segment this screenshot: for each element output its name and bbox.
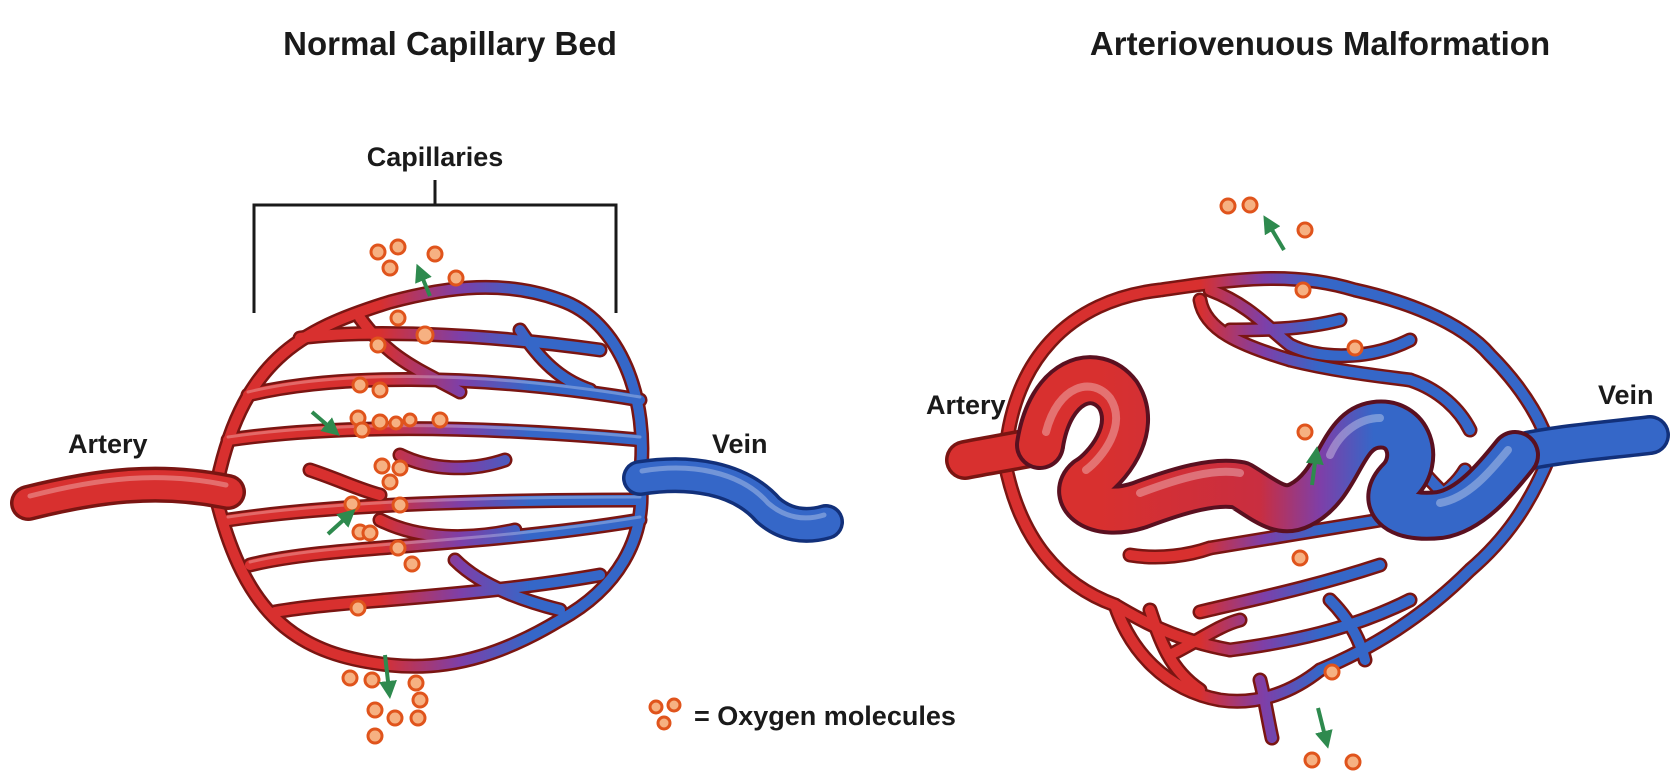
oxygen-molecule (365, 673, 379, 687)
oxygen-molecule (383, 261, 397, 275)
oxygen-molecule (368, 703, 382, 717)
oxygen-molecule (363, 526, 377, 540)
legend: = Oxygen molecules (650, 699, 956, 731)
arrow-icon (1268, 223, 1284, 250)
oxygen-molecule (371, 338, 385, 352)
oxygen-molecule (368, 729, 382, 743)
oxygen-molecule (390, 417, 402, 429)
oxygen-molecule (343, 671, 357, 685)
oxygen-molecule (351, 601, 365, 615)
avm-artery-label: Artery (926, 390, 1006, 420)
oxygen-molecule (1221, 199, 1235, 213)
capillaries-label: Capillaries (367, 142, 504, 172)
oxygen-molecule (405, 557, 419, 571)
oxygen-molecule (1298, 425, 1312, 439)
oxygen-molecule (417, 327, 433, 343)
oxygen-molecule (375, 459, 389, 473)
oxygen-molecule (355, 423, 369, 437)
oxygen-molecule (1325, 665, 1339, 679)
oxygen-molecule (373, 383, 387, 397)
oxygen-molecule (433, 413, 447, 427)
oxygen-molecule (353, 378, 367, 392)
arrow-icon (1318, 708, 1326, 740)
oxygen-molecule (409, 676, 423, 690)
oxygen-molecule (383, 475, 397, 489)
oxygen-molecule (404, 414, 416, 426)
oxygen-molecule (1298, 223, 1312, 237)
normal-capillary-bed: Capillaries (28, 142, 826, 743)
arrow-icon (328, 515, 349, 534)
normal-main-artery (28, 478, 228, 503)
normal-main-vein (640, 468, 826, 525)
avm-panel-title: Arteriovenuous Malformation (1090, 25, 1550, 62)
legend-text: = Oxygen molecules (694, 701, 956, 731)
avm-network: Artery Vein (926, 198, 1654, 769)
oxygen-molecule (393, 461, 407, 475)
oxygen-molecule (1348, 341, 1362, 355)
oxygen-molecule (1243, 198, 1257, 212)
normal-panel-title: Normal Capillary Bed (283, 25, 617, 62)
normal-artery-label: Artery (68, 429, 148, 459)
oxygen-molecule (1293, 551, 1307, 565)
oxygen-molecule (393, 498, 407, 512)
oxygen-molecule (1346, 755, 1360, 769)
oxygen-molecule (449, 271, 463, 285)
oxygen-molecule (391, 541, 405, 555)
normal-vein-label: Vein (712, 429, 768, 459)
oxygen-molecule-icon (650, 699, 680, 729)
oxygen-molecule (373, 415, 387, 429)
oxygen-molecule (371, 245, 385, 259)
oxygen-molecule (391, 240, 405, 254)
oxygen-molecule (411, 711, 425, 725)
oxygen-molecule (388, 711, 402, 725)
oxygen-molecule (1296, 283, 1310, 297)
oxygen-molecule (345, 497, 359, 511)
oxygen-molecule (428, 247, 442, 261)
oxygen-molecule (391, 311, 405, 325)
avm-vein-label: Vein (1598, 380, 1654, 410)
oxygen-molecule (413, 693, 427, 707)
normal-capillary-network (215, 287, 642, 666)
oxygen-molecule (1305, 753, 1319, 767)
